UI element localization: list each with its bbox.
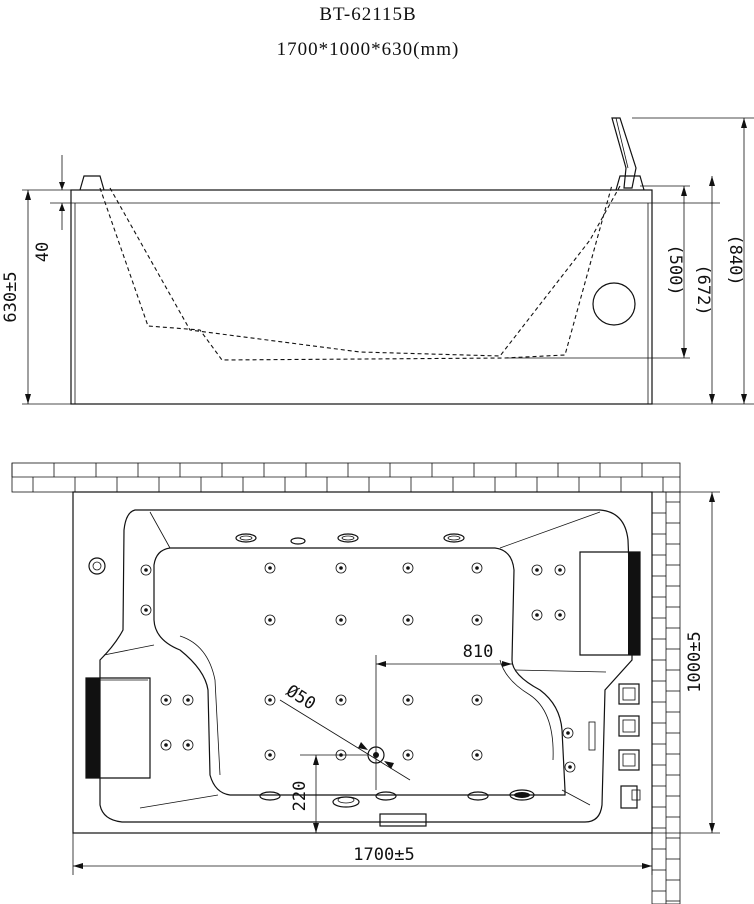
jet-icon: [471, 694, 483, 706]
dim-672-label: (672): [693, 264, 713, 315]
overflow-icon: [592, 282, 636, 326]
dim-length-label: 1700±5: [353, 845, 414, 865]
jet-icon: [182, 739, 194, 751]
control-button-icon: [620, 785, 641, 809]
overflow-icon: [88, 557, 106, 575]
jet-icon: [471, 614, 483, 626]
side-left-headrest: [79, 175, 105, 191]
control-button-icon: [618, 683, 640, 705]
dim-drain-y-label: 220: [290, 781, 310, 812]
side-inner-profile: [99, 184, 613, 361]
side-tub-body: [70, 189, 653, 405]
dim-500-label: (500): [665, 244, 685, 295]
side-slot: [588, 721, 596, 751]
jet-icon: [290, 537, 306, 545]
jet-icon: [531, 609, 543, 621]
jet-icon: [375, 791, 397, 801]
headrest-icon: [579, 551, 641, 656]
top-view: 810 Ø50 220 1000±5 1700±5: [11, 462, 720, 904]
jet-icon: [335, 562, 347, 574]
top-tub-outline: [72, 491, 653, 834]
jet-icon: [335, 614, 347, 626]
jet-icon: [471, 749, 483, 761]
jet-icon: [264, 749, 276, 761]
jet-icon: [554, 609, 566, 621]
dim-rim-label: 40: [33, 242, 53, 262]
jet-icon: [337, 533, 359, 543]
jets-group: [140, 562, 576, 773]
jet-icon: [335, 694, 347, 706]
model-title: BT-62115B: [319, 4, 416, 25]
wall-top: [11, 462, 681, 493]
jet-icon: [264, 694, 276, 706]
jet-icon: [471, 562, 483, 574]
headrest-icon: [85, 677, 151, 779]
jet-icon: [160, 694, 172, 706]
jet-icon: [140, 564, 152, 576]
dim-drain-dia-label: Ø50: [282, 681, 319, 714]
dim-drain-x-label: 810: [463, 642, 494, 662]
tub-rim: [99, 509, 633, 823]
tub-basin: [153, 547, 566, 796]
jet-icon: [264, 562, 276, 574]
jet-icon: [259, 791, 281, 801]
side-view: 630±5 40 (500) (672) (840): [1, 117, 754, 405]
jet-icon: [402, 749, 414, 761]
jet-icon: [509, 789, 535, 801]
jet-icon: [562, 727, 574, 739]
jet-icon: [467, 791, 489, 801]
jet-icon: [443, 533, 465, 543]
control-button-icon: [618, 715, 640, 737]
jet-icon: [140, 604, 152, 616]
jet-icon: [564, 761, 576, 773]
jet-icon: [554, 564, 566, 576]
control-button-icon: [618, 749, 640, 771]
side-right-headrest: [615, 175, 645, 191]
jet-icon: [264, 614, 276, 626]
jet-icon: [160, 739, 172, 751]
jet-icon: [402, 694, 414, 706]
jet-icon: [235, 533, 257, 543]
wall-right: [651, 491, 681, 904]
jet-icon: [531, 564, 543, 576]
jet-icon: [402, 614, 414, 626]
jet-icon: [182, 694, 194, 706]
dim-height-label: 630±5: [1, 271, 21, 322]
drain-icon: [332, 796, 360, 808]
jet-icon: [402, 562, 414, 574]
size-subtitle: 1700*1000*630(mm): [277, 39, 460, 60]
faucet-icon: [611, 117, 637, 189]
front-panel-slot: [379, 813, 427, 827]
dim-width-label: 1000±5: [685, 631, 705, 692]
dim-840-label: (840): [725, 234, 745, 285]
